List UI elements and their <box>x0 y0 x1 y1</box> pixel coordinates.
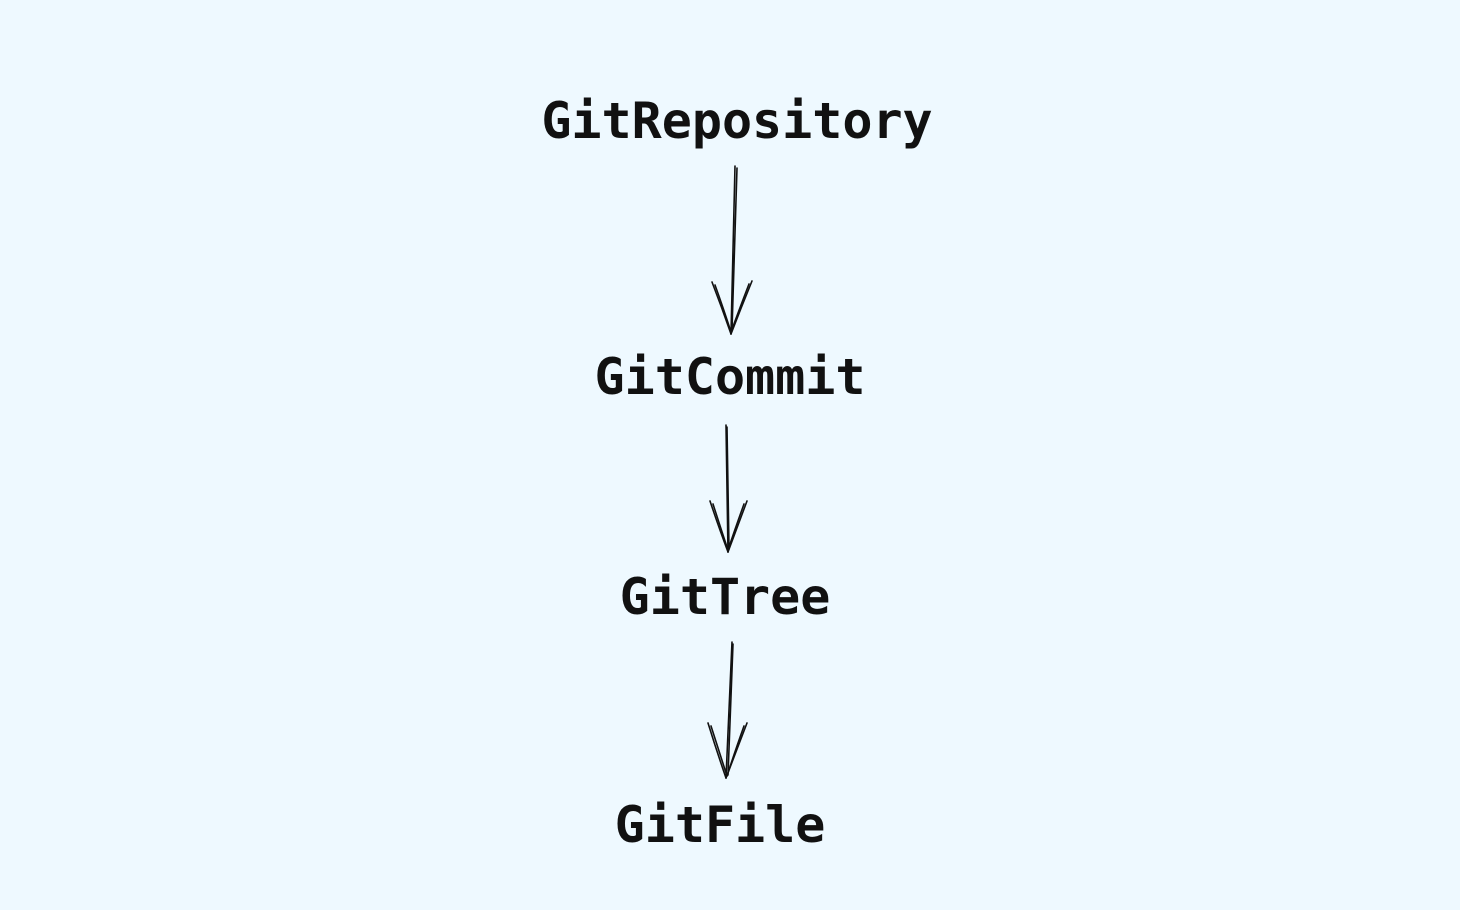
node-git-repository: GitRepository <box>541 92 933 150</box>
node-git-commit: GitCommit <box>594 348 866 406</box>
arrow-commit-to-tree <box>709 424 748 553</box>
arrow-tree-to-file <box>707 641 748 779</box>
arrow-repo-to-commit <box>711 165 753 335</box>
node-git-tree: GitTree <box>619 568 831 626</box>
node-git-file: GitFile <box>614 796 826 854</box>
